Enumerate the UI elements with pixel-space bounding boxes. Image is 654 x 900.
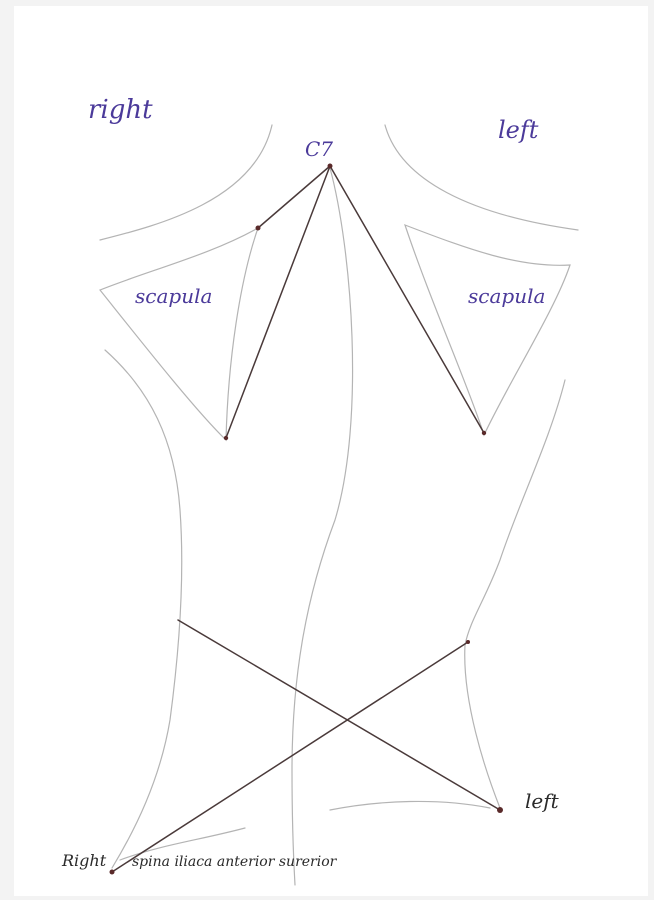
label-right-bottom: Right xyxy=(61,851,107,870)
label-left-top: left xyxy=(498,116,539,144)
label-scapula-right: scapula xyxy=(135,284,212,308)
label-left-bottom: left xyxy=(525,789,560,813)
right-scapula-top-point xyxy=(256,226,261,231)
left-lower-point xyxy=(466,640,470,644)
label-spina-iliaca: spina iliaca anterior surerior xyxy=(132,854,338,870)
right-scapula-tip-point xyxy=(224,436,228,440)
right-iliac-point xyxy=(110,870,115,875)
left-scapula-tip-point xyxy=(482,431,486,435)
label-right-top: right xyxy=(88,95,153,125)
left-iliac-point xyxy=(497,807,503,813)
label-c7: C7 xyxy=(305,137,333,161)
label-scapula-left: scapula xyxy=(468,284,545,308)
c7-point xyxy=(328,164,333,169)
